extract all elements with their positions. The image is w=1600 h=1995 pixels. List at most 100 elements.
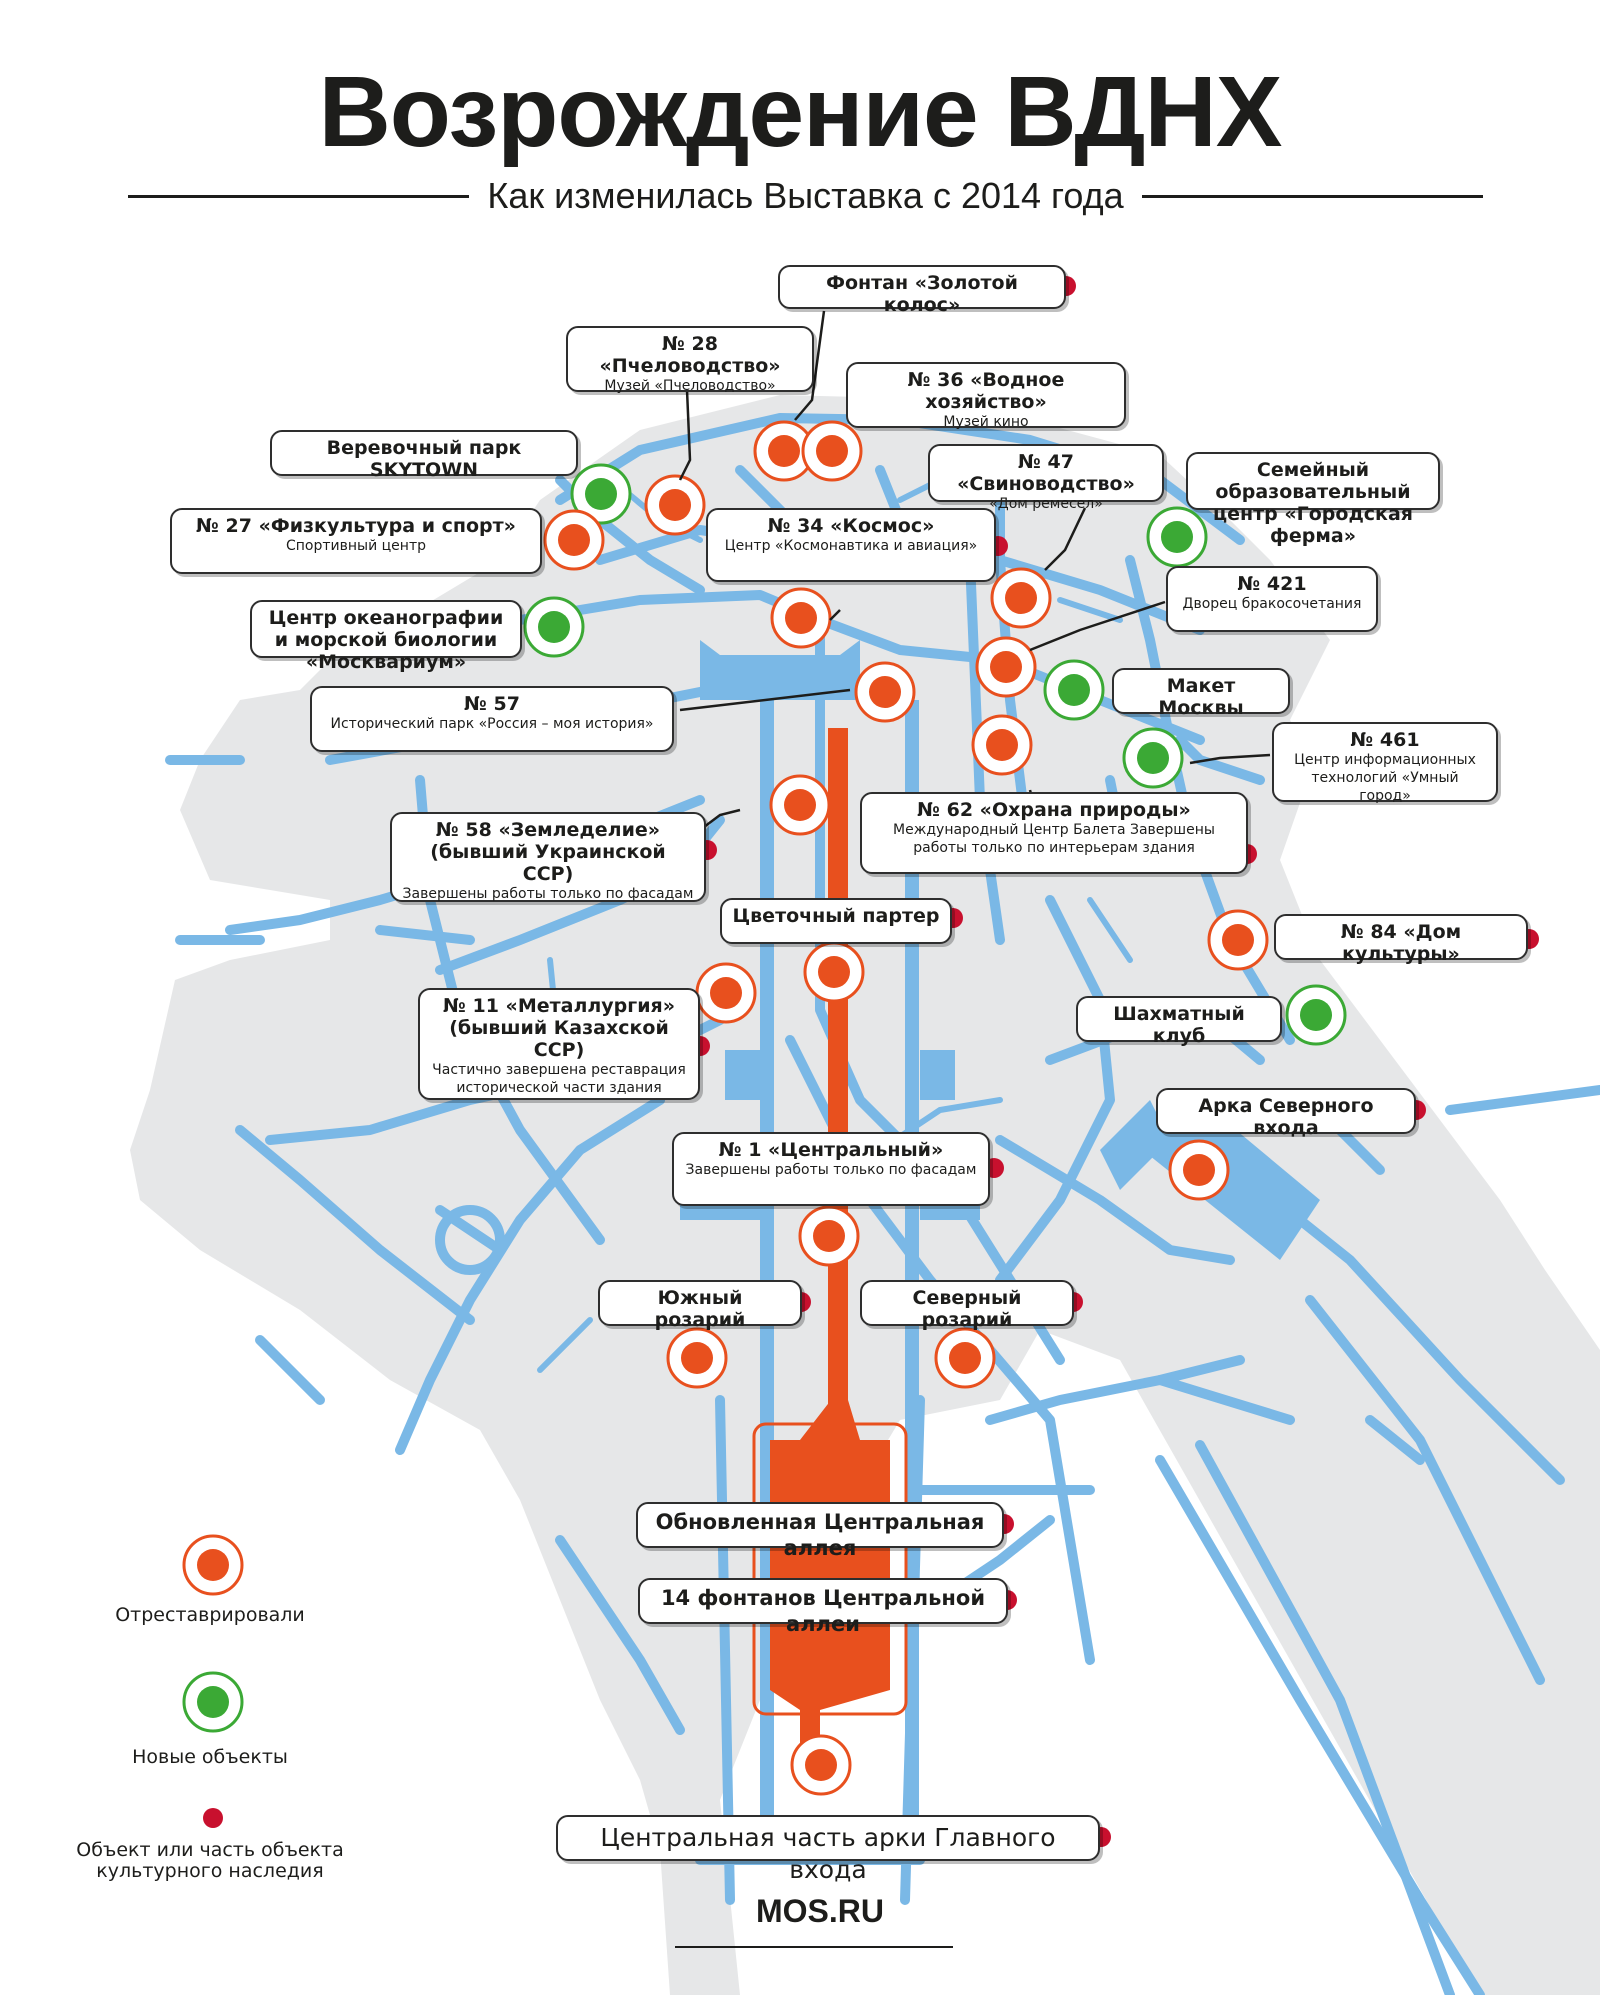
label-title: № 84 «Дом культуры» bbox=[1340, 921, 1462, 965]
label-subtitle: Частично завершена реставрация историчес… bbox=[432, 1062, 686, 1096]
marker-metallurgiya-dot bbox=[710, 977, 742, 1009]
marker-svinovodstvo-dot bbox=[1005, 582, 1037, 614]
label-title: Фонтан «Золотой колос» bbox=[826, 272, 1018, 316]
marker-moskvarium-dot bbox=[538, 611, 570, 643]
label-title: Центральная часть арки Главного входа bbox=[600, 1823, 1056, 1884]
leader-lines bbox=[678, 310, 1271, 831]
label-title: Северный розарий bbox=[912, 1287, 1022, 1331]
label-zolotoy-kolos: Фонтан «Золотой колос» bbox=[778, 265, 1066, 316]
marker-b461-dot bbox=[1137, 742, 1169, 774]
label-title: Арка Северного входа bbox=[1198, 1095, 1374, 1139]
marker-skytown-dot bbox=[585, 478, 617, 510]
legend-heritage-text: Объект или часть объекта культурного нас… bbox=[76, 1839, 344, 1882]
label-ferma: Семейный образовательный центр «Городска… bbox=[1186, 452, 1440, 547]
label-title: № 27 «Физкультура и спорт» bbox=[196, 515, 516, 537]
central-corridor bbox=[680, 640, 1320, 1850]
label-maket: Макет Москвы bbox=[1112, 668, 1290, 719]
label-svinovodstvo: № 47 «Свиноводство»«Дом ремесел» bbox=[928, 444, 1164, 512]
legend-markers bbox=[182, 1534, 244, 1828]
marker-vodnoe-dot bbox=[816, 435, 848, 467]
label-shakhmaty: Шахматный клуб bbox=[1076, 996, 1282, 1047]
label-title: № 62 «Охрана природы» bbox=[917, 799, 1191, 821]
label-subtitle: Дворец бракосочетания bbox=[1182, 596, 1362, 612]
label-severny: Северный розарий bbox=[860, 1280, 1074, 1331]
label-okhrana: № 62 «Охрана природы»Международный Центр… bbox=[860, 792, 1248, 874]
label-title: 14 фонтанов Центральной аллеи bbox=[660, 1586, 986, 1636]
marker-fizkultura-dot bbox=[558, 524, 590, 556]
legend-restored-text: Отреставрировали bbox=[115, 1604, 305, 1626]
label-tsentralny: № 1 «Центральный»Завершены работы только… bbox=[672, 1132, 990, 1206]
marker-maket-dot bbox=[1058, 674, 1090, 706]
marker-zemledelie-dot bbox=[784, 789, 816, 821]
subtitle-rule-right bbox=[1141, 194, 1483, 198]
label-subtitle: Международный Центр Балета Завершены раб… bbox=[893, 822, 1215, 856]
subtitle-row: Как изменилась Выставка с 2014 года bbox=[128, 170, 1483, 222]
label-title: № 36 «Водное хозяйство» bbox=[907, 369, 1065, 413]
label-arka-sever: Арка Северного входа bbox=[1156, 1088, 1416, 1139]
marker-b57-dot bbox=[869, 676, 901, 708]
label-title: Макет Москвы bbox=[1158, 675, 1244, 719]
marker-yuzhny-dot bbox=[681, 1342, 713, 1374]
label-yuzhny: Южный розарий bbox=[598, 1280, 802, 1331]
label-alleya: Обновленная Центральная аллея bbox=[636, 1502, 1004, 1560]
label-title: Шахматный клуб bbox=[1113, 1003, 1245, 1047]
marker-arka-sever-dot bbox=[1183, 1154, 1215, 1186]
marker-tsentralny-dot bbox=[813, 1220, 845, 1252]
legend-heritage-marker bbox=[203, 1808, 223, 1828]
legend-new-text: Новые объекты bbox=[132, 1746, 288, 1768]
label-title: № 421 bbox=[1237, 573, 1307, 595]
marker-b84-dot bbox=[1222, 924, 1254, 956]
label-title: Цветочный партер bbox=[732, 905, 940, 927]
label-zemledelie: № 58 «Земледелие» (бывший Украинской ССР… bbox=[390, 812, 706, 902]
label-subtitle: Музей кино bbox=[943, 414, 1029, 430]
legend-new-marker-dot bbox=[197, 1686, 229, 1718]
marker-b421-dot bbox=[990, 651, 1022, 683]
label-title: Веревочный парк SKYTOWN bbox=[326, 437, 522, 481]
marker-pchelovodstvo-dot bbox=[659, 489, 691, 521]
page-subtitle: Как изменилась Выставка с 2014 года bbox=[487, 175, 1124, 216]
map-markers bbox=[523, 276, 1539, 1847]
label-title: № 461 bbox=[1350, 729, 1420, 751]
label-parter: Цветочный партер bbox=[720, 898, 952, 944]
brand-logo: MOS.RU bbox=[756, 1893, 884, 1929]
marker-kosmos-dot bbox=[785, 602, 817, 634]
marker-shakhmaty-dot bbox=[1300, 999, 1332, 1031]
marker-okhrana-dot bbox=[986, 729, 1018, 761]
label-arka-main: Центральная часть арки Главного входа bbox=[556, 1815, 1100, 1884]
label-title: Южный розарий bbox=[654, 1287, 746, 1331]
label-title: Центр океанографии и морской биологии «М… bbox=[268, 607, 504, 673]
subtitle-rule-left bbox=[128, 194, 470, 198]
label-title: Обновленная Центральная аллея bbox=[655, 1510, 985, 1560]
label-title: № 57 bbox=[464, 693, 520, 715]
label-subtitle: Музей «Пчеловодство» bbox=[604, 378, 776, 394]
label-subtitle: Завершены работы только по фасадам bbox=[402, 886, 694, 902]
label-vodnoe: № 36 «Водное хозяйство»Музей кино bbox=[846, 362, 1126, 430]
brand-underline bbox=[675, 1946, 953, 1948]
label-subtitle: Центр информационных технологий «Умный г… bbox=[1294, 752, 1476, 804]
label-title: № 11 «Металлургия» (бывший Казахской ССР… bbox=[443, 995, 675, 1061]
label-subtitle: Центр «Космонавтика и авиация» bbox=[724, 538, 978, 554]
label-title: № 58 «Земледелие» (бывший Украинской ССР… bbox=[430, 819, 666, 885]
label-title: № 34 «Космос» bbox=[767, 515, 935, 537]
label-b84: № 84 «Дом культуры» bbox=[1274, 914, 1528, 965]
label-subtitle: Спортивный центр bbox=[286, 538, 426, 554]
marker-severny-dot bbox=[949, 1342, 981, 1374]
marker-ferma-dot bbox=[1161, 521, 1193, 553]
page-title: Возрождение ВДНХ bbox=[318, 56, 1283, 168]
label-fizkultura: № 27 «Физкультура и спорт»Спортивный цен… bbox=[170, 508, 542, 574]
marker-arka-main-dot bbox=[805, 1749, 837, 1781]
label-moskvarium: Центр океанографии и морской биологии «М… bbox=[250, 600, 522, 673]
label-title: Семейный образовательный центр «Городска… bbox=[1213, 459, 1413, 547]
marker-zolotoy-kolos-dot bbox=[768, 435, 800, 467]
label-title: № 1 «Центральный» bbox=[718, 1139, 944, 1161]
label-title: № 28 «Пчеловодство» bbox=[599, 333, 781, 377]
legend-restored-marker-dot bbox=[197, 1549, 229, 1581]
label-pchelovodstvo: № 28 «Пчеловодство»Музей «Пчеловодство» bbox=[566, 326, 814, 394]
label-kosmos: № 34 «Космос»Центр «Космонавтика и авиац… bbox=[706, 508, 996, 582]
label-metallurgiya: № 11 «Металлургия» (бывший Казахской ССР… bbox=[418, 988, 700, 1100]
marker-parter-dot bbox=[818, 956, 850, 988]
label-skytown: Веревочный парк SKYTOWN bbox=[270, 430, 578, 481]
